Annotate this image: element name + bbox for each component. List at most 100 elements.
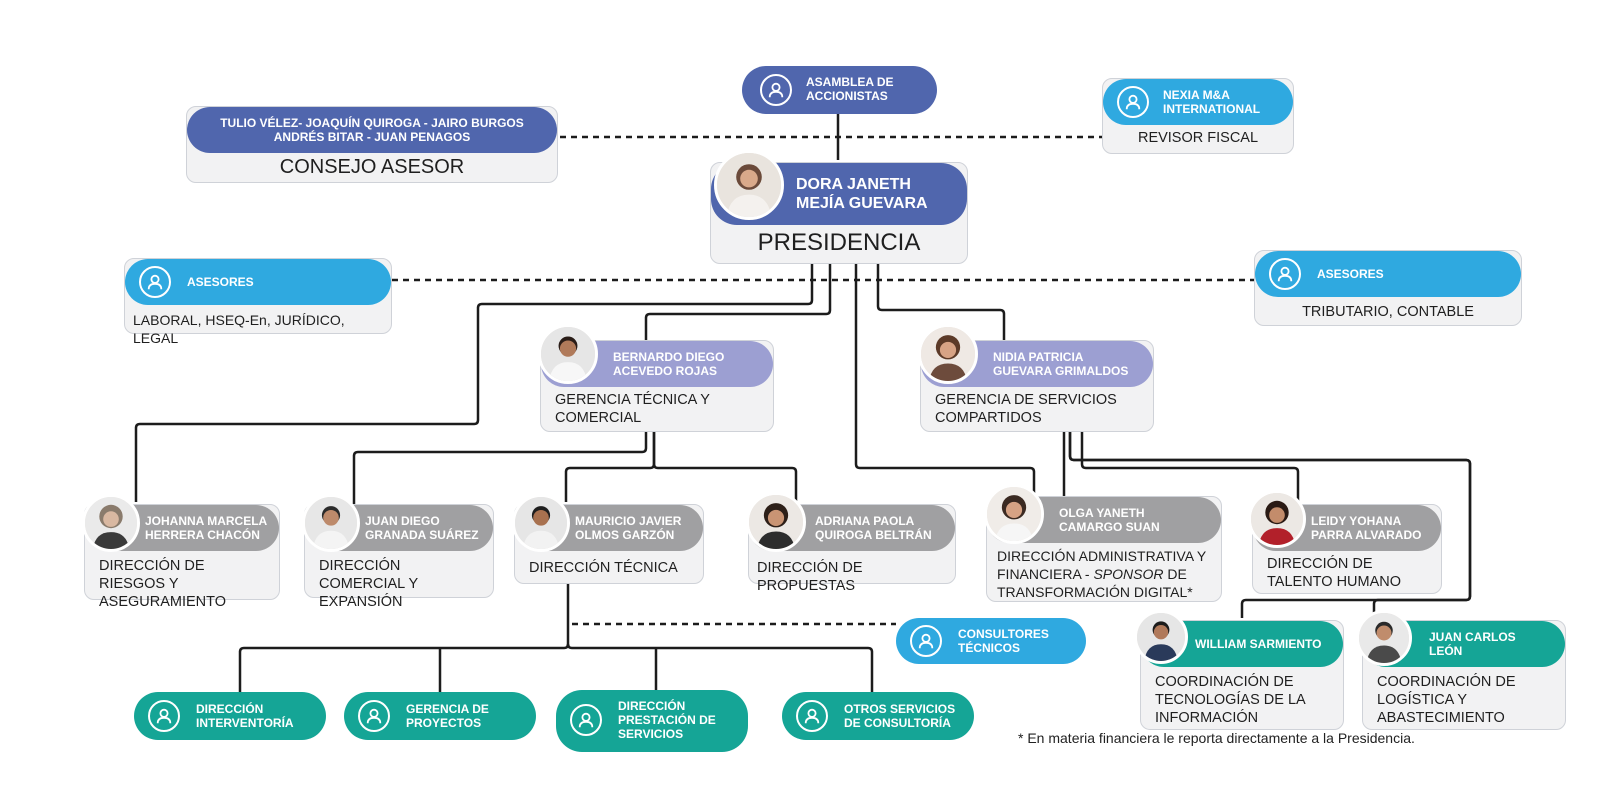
tecnologias-title: COORDINACIÓN DE TECNOLOGÍAS DE LA INFORM…	[1155, 673, 1335, 727]
asesores-right-header: ASESORES	[1255, 251, 1521, 297]
propuestas-header: ADRIANA PAOLA QUIROGA BELTRÁN	[749, 505, 955, 551]
gtec-name-1: BERNARDO DIEGO	[613, 350, 725, 364]
comercial-name-1: JUAN DIEGO	[365, 514, 440, 528]
consejo-title: CONSEJO ASESOR	[279, 156, 465, 178]
line-gtec-tecnica	[564, 432, 656, 502]
person-photo	[538, 324, 598, 384]
unit-label-3: SERVICIOS	[618, 727, 684, 741]
line-pres-administrativa	[854, 264, 1036, 500]
user-icon	[760, 74, 792, 106]
line-gserv-talento	[1080, 432, 1300, 502]
person-photo	[82, 494, 140, 552]
user-icon	[139, 266, 171, 298]
logistica-title-2: LOGÍSTICA Y	[1377, 692, 1467, 708]
user-icon	[358, 700, 390, 732]
line-pres-gtecnica	[644, 264, 832, 340]
riesgos-title: DIRECCIÓN DE RIESGOS Y ASEGURAMIENTO	[99, 557, 271, 611]
footnote: * En materia financiera le reporta direc…	[1018, 730, 1415, 746]
person-photo	[918, 324, 978, 384]
administrativa-title: DIRECCIÓN ADMINISTRATIVA Y FINANCIERA - …	[997, 547, 1213, 601]
tecnologias-title-2: TECNOLOGÍAS DE LA	[1155, 692, 1305, 708]
user-icon	[148, 700, 180, 732]
unit-otros[interactable]: OTROS SERVICIOS DE CONSULTORÍA	[782, 692, 974, 740]
asesores-left-label: ASESORES	[187, 275, 254, 289]
talento-title-1: DIRECCIÓN DE TALENTO	[1267, 556, 1373, 590]
propuestas-title: DIRECCIÓN DE PROPUESTAS	[757, 560, 863, 594]
asamblea-label-2: ACCIONISTAS	[806, 89, 888, 103]
line-gserv-tecnologias	[1068, 432, 1472, 618]
consejo-asesor-box[interactable]: TULIO VÉLEZ- JOAQUÍN QUIROGA - JAIRO BUR…	[186, 106, 558, 183]
unit-label-2: INTERVENTORÍA	[196, 716, 294, 730]
unit-proyectos[interactable]: GERENCIA DE PROYECTOS	[344, 692, 536, 740]
person-photo	[512, 494, 570, 552]
admin-title-3: TRANSFORMACIÓN DIGITAL*	[997, 584, 1193, 600]
gerencia-tecnica-title: GERENCIA TÉCNICA Y COMERCIAL	[555, 391, 765, 427]
person-photo	[746, 492, 806, 552]
unit-label-2: PROYECTOS	[406, 716, 482, 730]
unit-interventoria[interactable]: DIRECCIÓN INTERVENTORÍA	[134, 692, 326, 740]
logistica-name-2: LEÓN	[1429, 644, 1463, 658]
line-pres-gservicios	[876, 264, 1006, 340]
person-photo	[984, 484, 1044, 544]
gtec-title-1: GERENCIA TÉCNICA Y	[555, 392, 710, 408]
asesores-left-header: ASESORES	[125, 259, 391, 305]
talento-box[interactable]: LEIDY YOHANA PARRA ALVARADO DIRECCIÓN DE…	[1252, 504, 1442, 594]
consejo-members-1: TULIO VÉLEZ- JOAQUÍN QUIROGA - JAIRO BUR…	[220, 116, 524, 130]
presidencia-name-1: DORA JANETH	[796, 176, 911, 193]
tecnologias-title-3: INFORMACIÓN	[1155, 710, 1259, 726]
asesores-right-label: ASESORES	[1317, 267, 1384, 281]
tecnologias-name: WILLIAM SARMIENTO	[1195, 637, 1322, 651]
tecnica-name-1: MAURICIO JAVIER	[575, 514, 682, 528]
consejo-members-2: ANDRÉS BITAR - JUAN PENAGOS	[273, 130, 471, 144]
comercial-name-2: GRANADA SUÁREZ	[365, 528, 479, 542]
user-icon	[1117, 86, 1149, 118]
admin-name-2: CAMARGO SUAN	[1059, 520, 1160, 534]
unit-label-1: OTROS SERVICIOS	[844, 702, 956, 716]
person-photo	[714, 150, 784, 220]
logistica-name-1: JUAN CARLOS	[1429, 630, 1516, 644]
comercial-title-1: DIRECCIÓN COMERCIAL	[319, 558, 405, 592]
asesores-left-box[interactable]: ASESORES LABORAL, HSEQ-En, JURÍDICO, LEG…	[124, 258, 392, 346]
asesores-right-box[interactable]: ASESORES TRIBUTARIO, CONTABLE	[1254, 250, 1522, 326]
nexia-header: NEXIA M&A INTERNATIONAL	[1103, 79, 1293, 125]
comercial-title: DIRECCIÓN COMERCIAL Y EXPANSIÓN	[319, 557, 485, 611]
person-photo	[1134, 610, 1188, 664]
admin-title-2: FINANCIERA - SPONSOR DE	[997, 566, 1187, 582]
person-photo	[1248, 490, 1306, 548]
propuestas-name-2: QUIROGA BELTRÁN	[815, 528, 932, 542]
person-photo	[302, 494, 360, 552]
gserv-name-2: GUEVARA GRIMALDOS	[993, 364, 1129, 378]
asamblea-label-1: ASAMBLEA DE	[806, 75, 894, 89]
tecnica-title: DIRECCIÓN TÉCNICA	[529, 560, 678, 576]
unit-label-2: DE CONSULTORÍA	[844, 716, 951, 730]
nexia-box[interactable]: NEXIA M&A INTERNATIONAL REVISOR FISCAL	[1102, 78, 1294, 154]
gtec-name-2: ACEVEDO ROJAS	[613, 364, 718, 378]
user-icon	[1269, 258, 1301, 290]
line-pres-riesgos	[134, 264, 814, 502]
riesgos-name-1: JOHANNA MARCELA	[145, 514, 268, 528]
user-icon	[910, 625, 942, 657]
gtec-title-2: COMERCIAL	[555, 410, 642, 426]
unit-label-1: DIRECCIÓN	[196, 702, 264, 716]
talento-title-2: HUMANO	[1336, 574, 1402, 590]
consultores-pill[interactable]: CONSULTORES TÉCNICOS	[896, 618, 1086, 664]
nexia-name-1: NEXIA M&A	[1163, 88, 1230, 102]
tecnologias-title-1: COORDINACIÓN DE	[1155, 674, 1294, 690]
logistica-title-1: COORDINACIÓN DE	[1377, 674, 1516, 690]
gserv-name-1: NIDIA PATRICIA	[993, 350, 1084, 364]
asesores-left-areas: LABORAL, HSEQ-En, JURÍDICO, LEGAL	[133, 312, 345, 346]
presidencia-title: PRESIDENCIA	[757, 229, 921, 256]
logistica-title-3: ABASTECIMIENTO	[1377, 710, 1505, 726]
consultores-label-2: TÉCNICOS	[958, 641, 1021, 655]
comercial-title-2: Y EXPANSIÓN	[319, 576, 418, 610]
riesgos-title-1: DIRECCIÓN DE RIESGOS	[99, 558, 205, 592]
riesgos-title-2: Y ASEGURAMIENTO	[99, 576, 227, 610]
line-tecnica-prestacion	[566, 643, 874, 692]
line-gtec-propuestas	[652, 432, 798, 502]
gserv-title-2: COMPARTIDOS	[935, 410, 1042, 426]
unit-label-2: PRESTACIÓN DE	[618, 713, 716, 727]
asamblea-pill[interactable]: ASAMBLEA DE ACCIONISTAS	[742, 66, 937, 114]
riesgos-name-2: HERRERA CHACÓN	[145, 528, 260, 542]
unit-prestacion[interactable]: DIRECCIÓN PRESTACIÓN DE SERVICIOS	[556, 690, 748, 752]
